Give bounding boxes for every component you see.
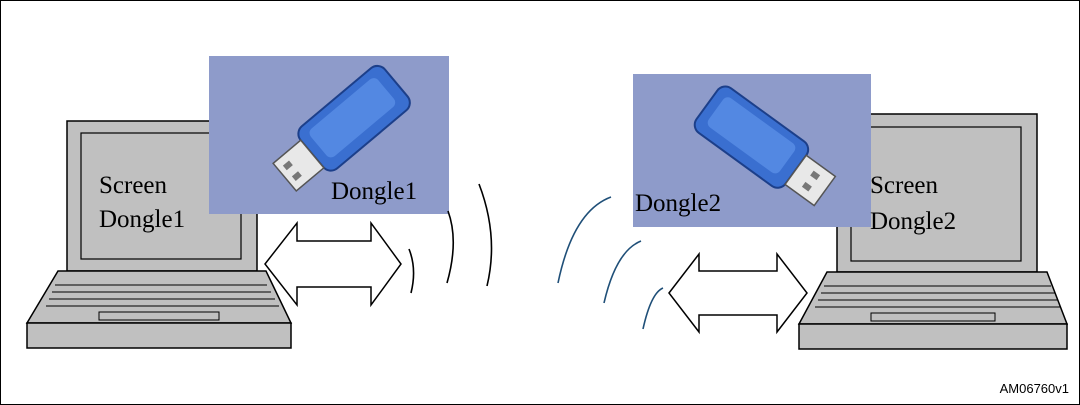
- dongle2-photo: [633, 74, 871, 227]
- right-screen-label-line2: Dongle2: [870, 208, 957, 235]
- right-double-arrow-icon: [668, 251, 808, 335]
- dongle2-signal-waves-icon: [557, 196, 664, 330]
- left-screen-label-line1: Screen: [99, 172, 168, 199]
- dongle1-signal-waves-icon: [408, 183, 493, 294]
- dongle1-photo: [209, 56, 449, 214]
- figure-reference-code: AM06760v1: [999, 381, 1069, 396]
- dongle1-label: Dongle1: [331, 178, 418, 205]
- dongle2-label: Dongle2: [635, 190, 722, 217]
- right-screen-label-line1: Screen: [870, 172, 939, 199]
- left-double-arrow-icon: [264, 220, 402, 308]
- left-screen-label-line2: Dongle1: [99, 206, 186, 233]
